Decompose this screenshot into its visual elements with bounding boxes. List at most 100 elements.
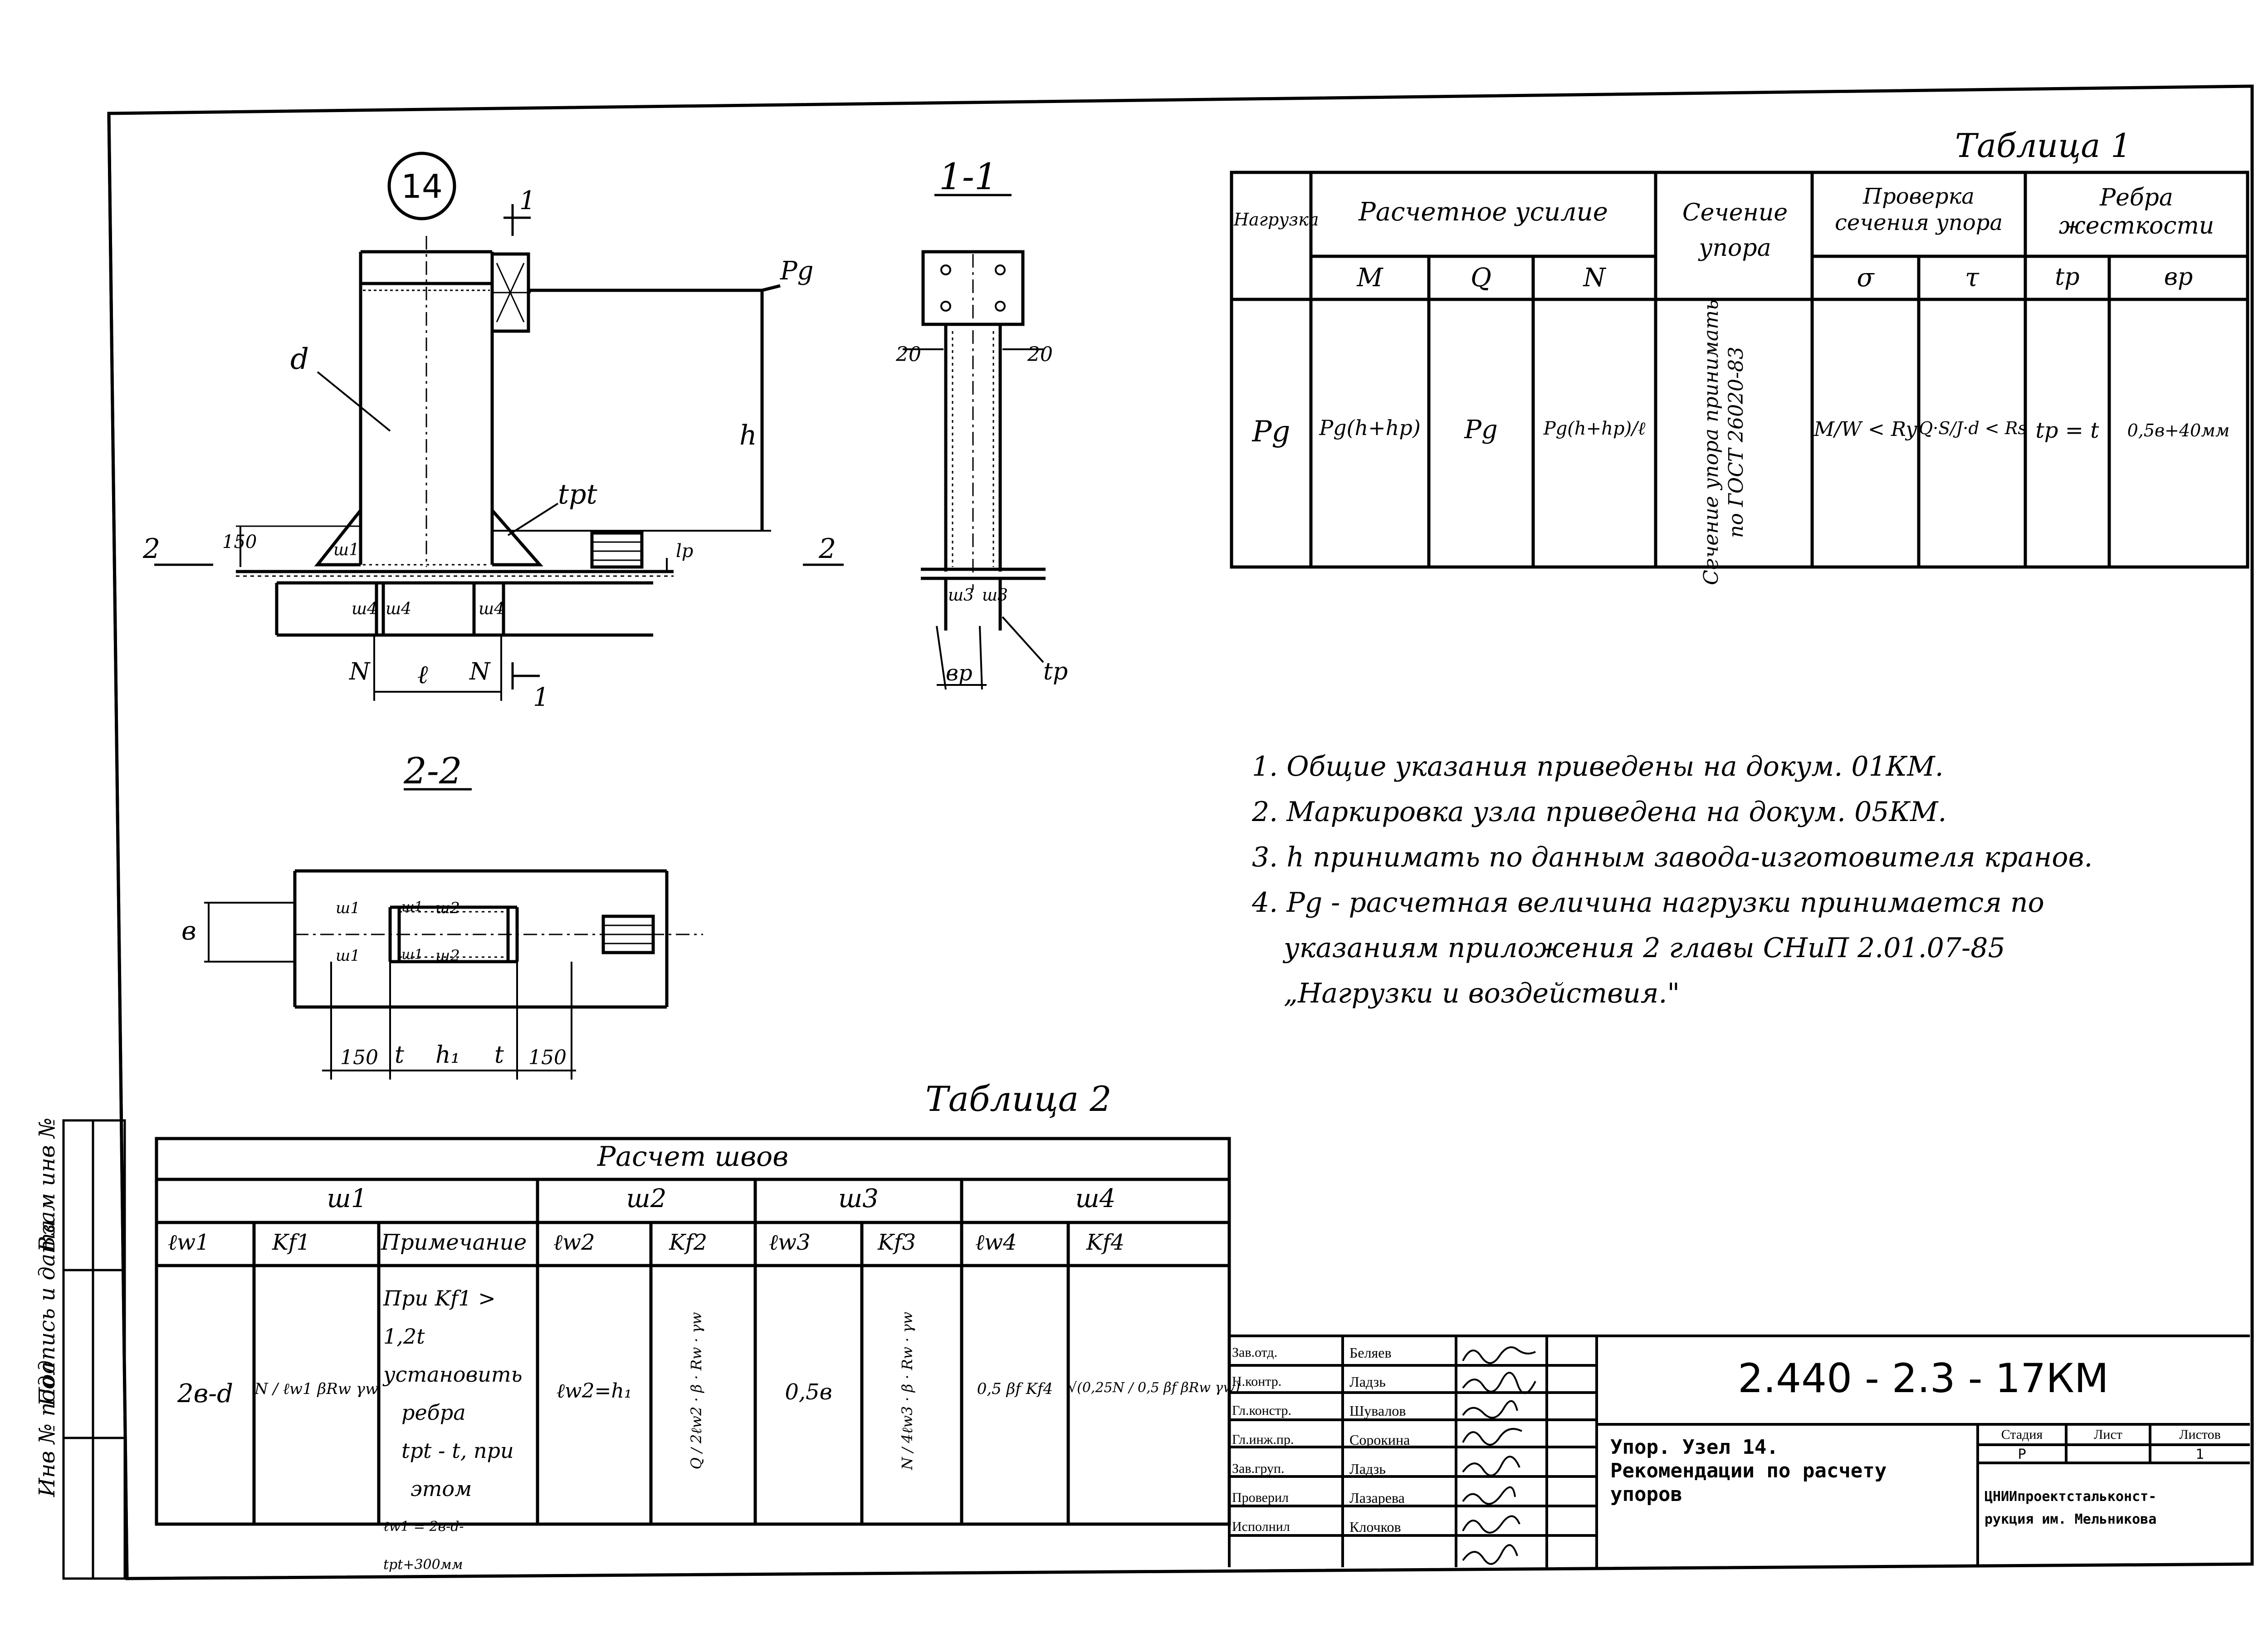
- mark-d: d: [290, 342, 309, 376]
- t1-section: Сечение упора принимать по ГОСТ 26020-83: [1700, 299, 1748, 585]
- t2-col-lw4: ℓw4: [975, 1230, 1017, 1255]
- tb-name-0: Беляев: [1349, 1344, 1392, 1361]
- t1-h-sigma: σ: [1857, 263, 1874, 293]
- sec-w3: ш3: [948, 586, 974, 605]
- tb-names: Беляев Ладзь Шувалов Сорокина Ладзь Лаза…: [1349, 1344, 1410, 1541]
- signature-scribbles: [1462, 1346, 1536, 1565]
- tb-name-2: Шувалов: [1349, 1403, 1406, 1419]
- sec-w3b: ш3: [982, 586, 1008, 605]
- sec-tp: tp: [1043, 658, 1068, 685]
- t1-tp: tp = t: [2035, 418, 2099, 443]
- mark-l: ℓ: [417, 660, 428, 689]
- tb-role-2: Гл.констр.: [1232, 1403, 1291, 1418]
- t1-n: Pg(h+hp)/ℓ: [1543, 418, 1646, 439]
- t1-h-section: Сечение упора: [1682, 199, 1788, 262]
- section-1-1-label: 1-1: [939, 156, 997, 198]
- plan-150b: 150: [528, 1046, 567, 1069]
- t2-lw2: ℓw2=h₁: [556, 1379, 632, 1403]
- plan-w1c: ш1: [401, 899, 423, 915]
- plan-w2b: ш2: [435, 947, 460, 965]
- t2-group-w4: ш4: [1075, 1184, 1116, 1213]
- tb-name-3: Сорокина: [1349, 1432, 1410, 1448]
- t2-group-w1: ш1: [327, 1184, 367, 1213]
- t2-group-w3: ш3: [838, 1184, 879, 1213]
- tb-sheets: 1: [2195, 1447, 2204, 1462]
- t2-col-lw1: ℓw1: [168, 1230, 210, 1255]
- t1-load: Pg: [1252, 415, 1290, 449]
- t2-lw3: 0,5в: [785, 1379, 832, 1405]
- tb-role-5: Проверил: [1232, 1490, 1289, 1505]
- plan-t1: t: [395, 1041, 404, 1069]
- node-number: 14: [401, 167, 443, 205]
- t1-h-tau: τ: [1965, 263, 1979, 293]
- t1-h-tp: tp: [2055, 264, 2080, 291]
- cut-1-top: 1: [519, 186, 536, 215]
- tb-role-3: Гл.инж.пр.: [1232, 1432, 1294, 1447]
- cut-1-bottom: 1: [533, 683, 549, 712]
- note-2: 2. Маркировка узла приведена на докум. 0…: [1252, 796, 1947, 828]
- t1-q: Pg: [1464, 415, 1498, 445]
- plan-t2: t: [494, 1041, 504, 1069]
- mark-150: 150: [222, 532, 257, 552]
- mark-w4a: ш4: [352, 600, 378, 618]
- t2-note-4: tpt - t, при: [401, 1438, 514, 1463]
- t2-kf4: √(0,25N / 0,5 βf βRw γw): [1068, 1380, 1240, 1396]
- t2-col-kf3: Kf3: [878, 1230, 916, 1255]
- t2-lw1: 2в-d: [177, 1379, 233, 1408]
- tb-sheets-h: Листов: [2179, 1427, 2221, 1442]
- t2-note: При Kf1 > 1,2t установить ребра tpt - t,…: [383, 1279, 535, 1584]
- t1-bp: 0,5в+40мм: [2127, 420, 2230, 440]
- tb-stage-h: Стадия: [2001, 1427, 2043, 1442]
- tb-name-5: Лазарева: [1349, 1490, 1405, 1506]
- tb-role-0: Зав.отд.: [1232, 1345, 1278, 1360]
- note-6: „Нагрузки и воздействия.": [1284, 978, 1680, 1009]
- t1-h-ribs: Ребра жесткости: [2058, 184, 2214, 240]
- t2-col-kf1: Kf1: [272, 1230, 311, 1255]
- mark-n-left: N: [349, 658, 370, 685]
- t2-kf1: N / ℓw1 βRw γw: [254, 1380, 379, 1398]
- t1-m: Pg(h+hp): [1319, 416, 1421, 440]
- t2-title: Расчет швов: [597, 1141, 789, 1173]
- plan-150a: 150: [340, 1046, 378, 1069]
- t2-kf3: N / 4ℓw3 · β · Rw · γw: [899, 1311, 916, 1470]
- sec-20-left: 20: [896, 343, 921, 366]
- t2-col-kf2: Kf2: [669, 1230, 708, 1255]
- t1-h-forces: Расчетное усилие: [1359, 197, 1608, 227]
- sec-20-right: 20: [1027, 343, 1053, 366]
- note-5: указаниям приложения 2 главы СНиП 2.01.0…: [1284, 932, 2005, 964]
- plan-w1a: ш1: [336, 899, 360, 917]
- tb-sheet-h: Лист: [2094, 1427, 2122, 1442]
- t2-col-note: Примечание: [381, 1230, 527, 1255]
- tb-org-2: рукция им. Мельникова: [1984, 1511, 2157, 1527]
- t2-kf2: Q / 2ℓw2 · β · Rw · γw: [688, 1312, 705, 1470]
- t2-group-w2: ш2: [626, 1184, 667, 1213]
- t2-col-lw2: ℓw2: [553, 1230, 595, 1255]
- tb-stage: Р: [2018, 1447, 2026, 1462]
- cut-2-left: 2: [143, 533, 161, 565]
- t2-note-5: этом: [411, 1476, 472, 1501]
- t2-note-3: ребра: [401, 1400, 466, 1425]
- note-4: 4. Pg - расчетная величина нагрузки прин…: [1252, 887, 2044, 919]
- t2-note-6: ℓw1 = 2в-d-tpt+300мм: [383, 1519, 464, 1573]
- t1-h-bp: вр: [2164, 264, 2193, 291]
- note-1: 1. Общие указания приведены на докум. 01…: [1252, 751, 1944, 782]
- doc-code: 2.440 - 2.3 - 17КМ: [1738, 1355, 2109, 1402]
- t2-lw4: 0,5 βf Kf4: [977, 1380, 1053, 1398]
- table2-caption: Таблица 2: [925, 1079, 1112, 1119]
- mark-lp: lp: [676, 541, 694, 562]
- mark-w1: ш1: [333, 541, 360, 559]
- mark-w4c: ш4: [479, 600, 505, 618]
- note-3: 3. h принимать по данным завода-изготови…: [1252, 841, 2093, 873]
- t1-h-n: N: [1583, 263, 1606, 293]
- plan-b: в: [181, 916, 196, 946]
- t1-h-check: Проверка сечения упора: [1834, 184, 2003, 235]
- tb-description: Упор. Узел 14. Рекомендации по расчету у…: [1610, 1436, 1887, 1506]
- mark-w4b: ш4: [386, 600, 412, 618]
- tb-org-1: ЦНИИпроектстальконст-: [1984, 1489, 2157, 1505]
- t2-note-1: При Kf1 > 1,2t: [383, 1286, 496, 1349]
- tb-name-1: Ладзь: [1349, 1374, 1386, 1390]
- t1-h-m: M: [1357, 263, 1383, 293]
- tb-name-6: Клочков: [1349, 1519, 1401, 1535]
- cut-2-right: 2: [819, 533, 836, 565]
